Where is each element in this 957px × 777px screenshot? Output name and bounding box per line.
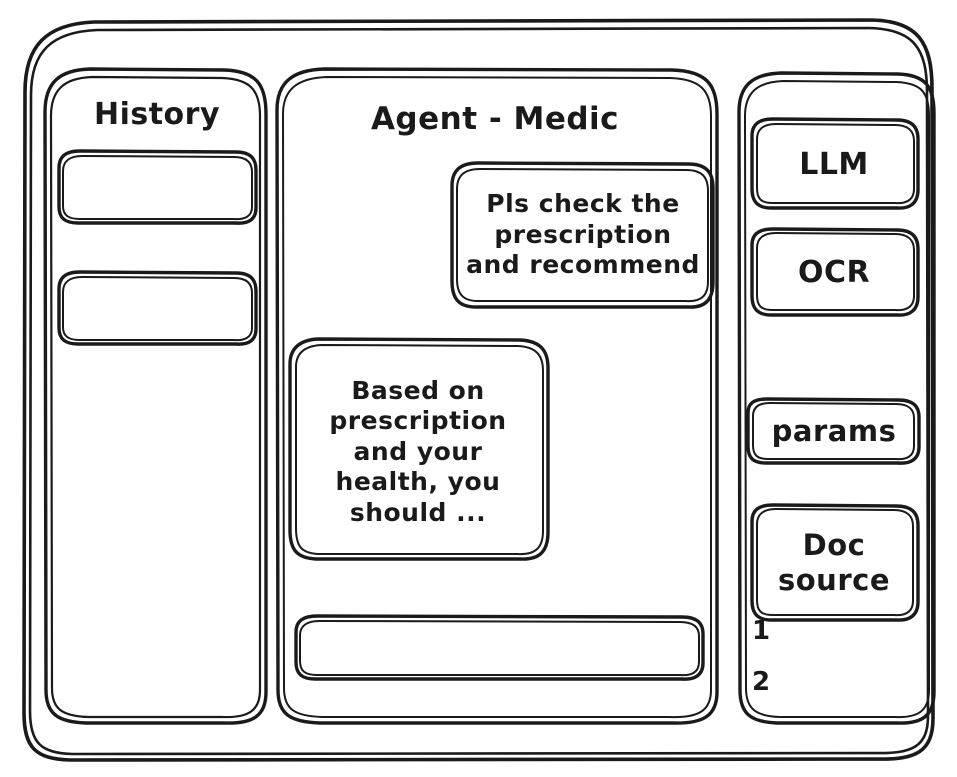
- composer-input[interactable]: [296, 618, 700, 676]
- agent-message-bubble: Based on prescription and your health, y…: [329, 375, 507, 527]
- doc-source-entry[interactable]: 1: [752, 616, 771, 647]
- message-composer[interactable]: [296, 618, 700, 676]
- history-panel-title: History: [93, 96, 221, 132]
- tool-card-ocr[interactable]: OCR: [797, 254, 871, 290]
- history-list-item-label: [58, 272, 254, 344]
- tool-card-params[interactable]: params: [771, 414, 897, 449]
- doc-source-entry[interactable]: 2: [752, 667, 771, 698]
- user-message-bubble: Pls check the prescription and recommend: [466, 189, 700, 280]
- history-list-item[interactable]: [58, 272, 254, 344]
- history-list-item-label: [58, 151, 254, 223]
- tool-card-doc-source[interactable]: Doc source: [778, 527, 890, 597]
- page-title: Agent - Medic: [370, 101, 620, 138]
- tool-card-llm[interactable]: LLM: [799, 146, 869, 182]
- history-list-item[interactable]: [58, 151, 254, 223]
